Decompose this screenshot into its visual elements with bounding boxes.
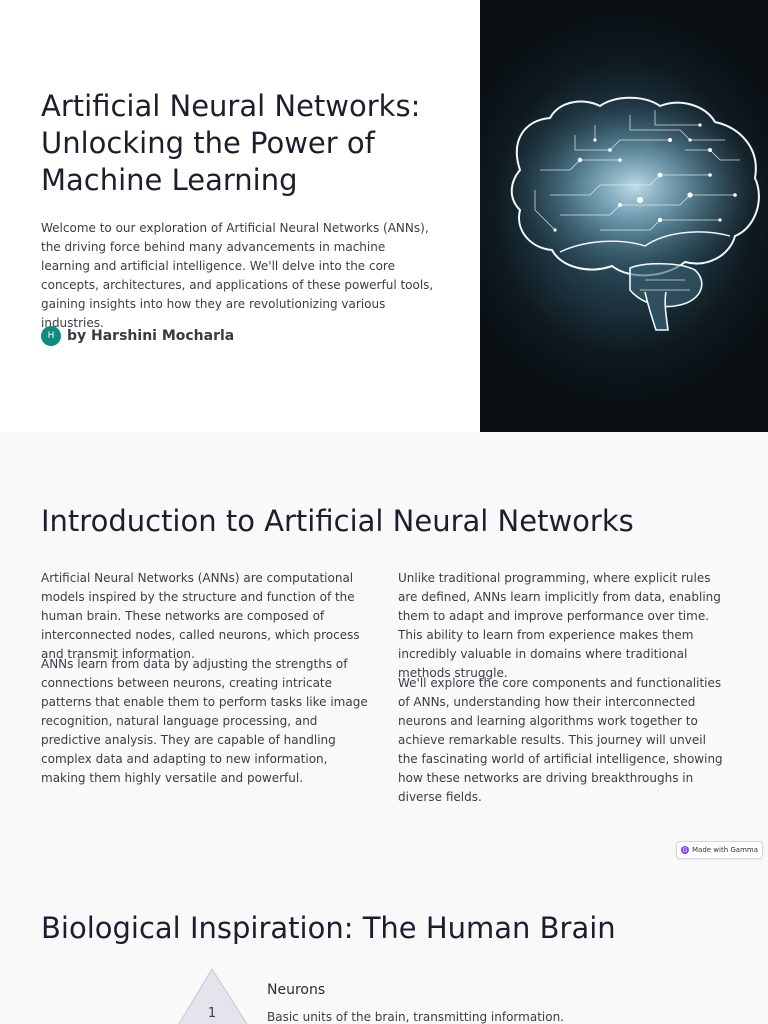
pyramid-tier-1 [178, 968, 248, 1024]
intro-paragraph-2: ANNs learn from data by adjusting the st… [41, 657, 368, 785]
intro-paragraph: Welcome to our exploration of Artificial… [41, 221, 434, 330]
intro-paragraph-3: Unlike traditional programming, where ex… [398, 571, 721, 680]
title-slide: Artificial Neural Networks: Unlocking th… [0, 0, 768, 432]
author-name: by Harshini Mocharla [67, 328, 235, 344]
gamma-logo-icon: G [680, 846, 689, 854]
made-with-gamma-badge[interactable]: G Made with Gamma [676, 841, 763, 859]
section-title: Introduction to Artificial Neural Networ… [41, 504, 634, 538]
slide-title: Artificial Neural Networks: Unlocking th… [41, 89, 421, 197]
biological-inspiration-slide: Biological Inspiration: The Human Brain … [0, 870, 768, 1024]
brain-hero-image [480, 0, 768, 432]
tier-description: Basic units of the brain, transmitting i… [267, 1010, 564, 1024]
tier-title: Neurons [267, 982, 326, 998]
introduction-slide: Introduction to Artificial Neural Networ… [0, 432, 768, 870]
avatar: H [41, 326, 61, 346]
intro-paragraph-4: We'll explore the core components and fu… [398, 676, 723, 804]
section-title: Biological Inspiration: The Human Brain [41, 911, 616, 945]
author-byline: H by Harshini Mocharla [41, 325, 234, 347]
brain-illustration [510, 96, 760, 331]
intro-paragraph-1: Artificial Neural Networks (ANNs) are co… [41, 571, 360, 661]
badge-label: Made with Gamma [691, 846, 759, 854]
tier-number: 1 [207, 1006, 217, 1021]
